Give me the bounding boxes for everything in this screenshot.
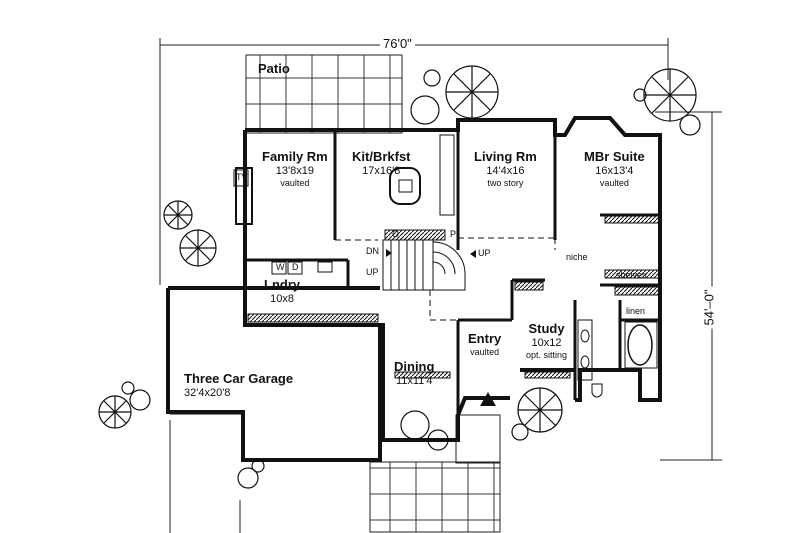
garage-label: Three Car Garage 32'4x20'8 (184, 371, 294, 400)
patio-label: Patio (258, 61, 290, 77)
master-suite-note: vaulted (599, 177, 629, 188)
sink (580, 329, 590, 343)
tv-label: TV (236, 172, 248, 182)
vanity (577, 319, 593, 381)
niche-label: niche (566, 252, 588, 262)
tub-surround (624, 321, 658, 369)
kitchen-size: 17x16'8 (362, 164, 401, 177)
study-label: Study 10x12 opt. sitting (526, 321, 568, 360)
laundry-toilet (317, 261, 333, 273)
patio-pavers (245, 54, 403, 134)
entry-arrow-icon (480, 392, 496, 406)
dining-name: Dining (394, 359, 435, 374)
front-walk-pavers (369, 461, 501, 533)
dining-size: 11x11'4 (395, 374, 433, 387)
kitchen-label: Kit/Brkfst 17x16'8 (352, 149, 411, 178)
study-note: opt. sitting (526, 349, 568, 360)
washer-label: W (276, 262, 285, 272)
sink-2 (580, 355, 590, 369)
family-room-label: Family Rm 13'8x19 vaulted (262, 149, 328, 188)
bathtub (627, 324, 653, 366)
living-room-note: two story (487, 177, 524, 188)
shrubs (98, 65, 701, 489)
entry-label: Entry vaulted (468, 331, 502, 357)
master-suite-size: 16x13'4 (595, 164, 634, 177)
stair-up-left-label: UP (366, 267, 379, 277)
family-room-size: 13'8x19 (275, 164, 314, 177)
cooktop (398, 179, 413, 193)
stairs (382, 239, 466, 291)
dn-arrow-icon (386, 249, 392, 257)
exterior-walls (166, 116, 662, 462)
living-room-name: Living Rm (474, 149, 537, 164)
front-step (455, 414, 501, 464)
toilet (591, 383, 603, 398)
laundry-name: Lndry (264, 277, 301, 292)
dryer-label: D (292, 262, 299, 272)
depth-dimension: 54'–0" (701, 286, 717, 329)
laundry-size: 10x8 (270, 292, 294, 305)
garage-name: Three Car Garage (184, 371, 294, 386)
fireplace (235, 167, 253, 225)
family-room-note: vaulted (280, 177, 310, 188)
washer (271, 261, 287, 275)
up-arrow-icon (470, 250, 476, 258)
master-suite-label: MBr Suite 16x13'4 vaulted (584, 149, 645, 188)
kitchen-name: Kit/Brkfst (352, 149, 411, 164)
oven-label: O (392, 229, 400, 239)
dining-label: Dining 11x11'4 (394, 359, 435, 388)
cabinets (247, 134, 661, 379)
master-suite-name: MBr Suite (584, 149, 645, 164)
dryer (287, 261, 303, 275)
garage-size: 32'4x20'8 (184, 386, 231, 399)
living-room-size: 14'4x16 (486, 164, 525, 177)
linen-label: linen (626, 306, 646, 316)
shelves-label: shelves (616, 270, 647, 280)
kitchen-island (389, 167, 421, 205)
patio-name: Patio (258, 61, 290, 76)
dashed-openings (335, 237, 556, 321)
stair-dn-label: DN (366, 246, 379, 256)
pantry-label: P (450, 229, 457, 239)
study-size: 10x12 (531, 336, 562, 349)
stair-up-right-label: UP (478, 248, 491, 258)
entry-note: vaulted (470, 346, 500, 357)
family-room-name: Family Rm (262, 149, 328, 164)
living-room-label: Living Rm 14'4x16 two story (474, 149, 537, 188)
laundry-label: Lndry 10x8 (264, 277, 301, 306)
entry-name: Entry (468, 331, 502, 346)
width-dimension: 76'0" (380, 36, 415, 51)
study-name: Study (528, 321, 565, 336)
tv-cabinet (233, 169, 249, 187)
